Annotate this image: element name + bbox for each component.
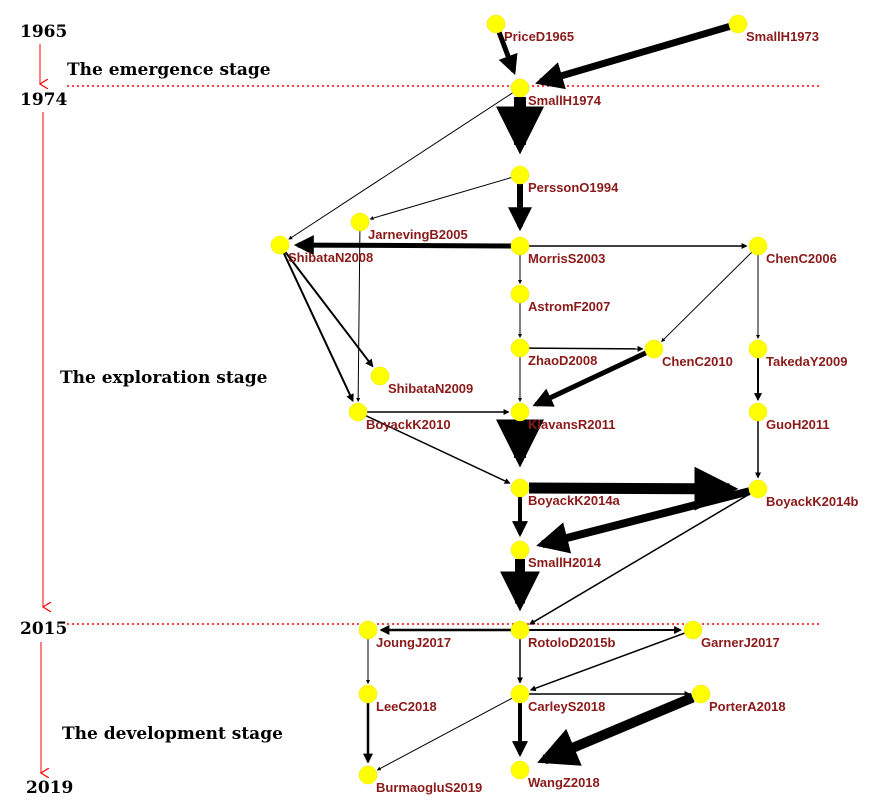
node-label-JarnevingB2005: JarnevingB2005 (368, 227, 468, 242)
node-label-BoyackK2014a: BoyackK2014a (528, 493, 621, 508)
node-ShibataN2009 (370, 366, 390, 386)
edge-ShibataN2008-to-ShibataN2009 (284, 251, 374, 368)
timeline: 1965 1974 2015 2019 The emergence stage … (20, 22, 822, 798)
node-RotoloD2015b (510, 620, 530, 640)
node-PerssonO1994 (510, 165, 530, 185)
node-label-LeeC2018: LeeC2018 (376, 699, 437, 714)
node-label-RotoloD2015b: RotoloD2015b (528, 635, 615, 650)
node-label-PorterA2018: PorterA2018 (709, 699, 786, 714)
edge-ChenC2006-to-ChenC2010 (661, 251, 752, 342)
node-label-SmallH1973: SmallH1973 (746, 29, 819, 44)
year-label-2019: 2019 (26, 778, 73, 798)
edge-ShibataN2008-to-BoyackK2010 (282, 252, 354, 403)
node-label-WangZ2018: WangZ2018 (528, 775, 600, 790)
node-label-SmallH1974: SmallH1974 (528, 93, 602, 108)
node-GuoH2011 (748, 402, 768, 422)
node-SmallH2014 (510, 540, 530, 560)
node-label-ZhaoD2008: ZhaoD2008 (528, 353, 597, 368)
node-label-ShibataN2008: ShibataN2008 (288, 250, 373, 265)
node-JoungJ2017 (358, 620, 378, 640)
node-label-ShibataN2009: ShibataN2009 (388, 381, 473, 396)
node-SmallH1974 (510, 78, 530, 98)
node-TakedaY2009 (748, 339, 768, 359)
nodes (270, 14, 768, 785)
node-label-ChenC2010: ChenC2010 (662, 354, 733, 369)
node-label-BoyackK2010: BoyackK2010 (366, 417, 451, 432)
node-JarnevingB2005 (350, 212, 370, 232)
year-label-1965: 1965 (20, 22, 67, 42)
node-label-BoyackK2014b: BoyackK2014b (766, 494, 859, 509)
node-BoyackK2014b (748, 479, 768, 499)
node-CarleyS2018 (510, 684, 530, 704)
edge-BoyackK2010-to-BoyackK2014a (365, 415, 511, 484)
node-GarnerJ2017 (683, 620, 703, 640)
node-ChenC2010 (644, 339, 664, 359)
edge-BoyackK2014b-to-RotoloD2015b (528, 492, 751, 625)
node-ShibataN2008 (270, 235, 290, 255)
node-label-BurmaogluS2019: BurmaogluS2019 (376, 780, 482, 795)
node-label-SmallH2014: SmallH2014 (528, 555, 602, 570)
node-KlavansR2011 (510, 402, 530, 422)
node-PriceD1965 (486, 14, 506, 34)
edge-ChenC2010-to-KlavansR2011 (532, 350, 647, 407)
edge-JarnevingB2005-to-BoyackK2010 (356, 230, 361, 403)
edges (282, 23, 762, 771)
node-SmallH1973 (728, 14, 748, 34)
node-label-PerssonO1994: PerssonO1994 (528, 180, 619, 195)
node-BurmaogluS2019 (358, 765, 378, 785)
node-label-KlavansR2011: KlavansR2011 (528, 417, 615, 432)
node-label-AstromF2007: AstromF2007 (528, 299, 610, 314)
node-WangZ2018 (510, 760, 530, 780)
node-PorterA2018 (691, 684, 711, 704)
node-ZhaoD2008 (510, 338, 530, 358)
node-MorrisS2003 (510, 236, 530, 256)
edge-MorrisS2003-to-ShibataN2008 (293, 235, 512, 256)
node-AstromF2007 (510, 284, 530, 304)
node-label-ChenC2006: ChenC2006 (766, 251, 837, 266)
node-label-GarnerJ2017: GarnerJ2017 (701, 635, 780, 650)
edge-SmallH1973-to-SmallH1974 (535, 23, 731, 90)
edge-ZhaoD2008-to-ChenC2010 (528, 345, 644, 352)
year-label-1974: 1974 (20, 90, 67, 110)
node-label-GuoH2011: GuoH2011 (766, 417, 830, 432)
stage-label-emergence: The emergence stage (67, 60, 271, 80)
edge-PriceD1965-to-SmallH1974 (496, 31, 518, 76)
node-label-CarleyS2018: CarleyS2018 (528, 699, 605, 714)
node-label-PriceD1965: PriceD1965 (504, 29, 574, 44)
node-BoyackK2014a (510, 478, 530, 498)
edge-BoyackK2014b-to-SmallH2014 (536, 487, 751, 554)
edge-CarleyS2018-to-BurmaogluS2019 (376, 697, 513, 771)
edge-BoyackK2014a-to-BoyackK2014b (528, 466, 739, 511)
edge-PerssonO1994-to-JarnevingB2005 (369, 177, 512, 220)
node-labels: PriceD1965 SmallH1973SmallH1974PerssonO19… (288, 29, 859, 795)
edge-GarnerJ2017-to-CarleyS2018 (529, 632, 685, 692)
edge-SmallH1974-to-ShibataN2008 (288, 92, 513, 240)
stage-label-exploration: The exploration stage (60, 368, 268, 388)
edge-PorterA2018-to-WangZ2018 (537, 692, 695, 766)
year-label-2015: 2015 (20, 619, 67, 639)
node-BoyackK2010 (348, 402, 368, 422)
node-label-TakedaY2009: TakedaY2009 (766, 354, 847, 369)
stage-label-development: The development stage (62, 724, 283, 744)
node-LeeC2018 (358, 684, 378, 704)
node-label-JoungJ2017: JoungJ2017 (376, 635, 451, 650)
node-label-MorrisS2003: MorrisS2003 (528, 251, 605, 266)
node-ChenC2006 (748, 236, 768, 256)
